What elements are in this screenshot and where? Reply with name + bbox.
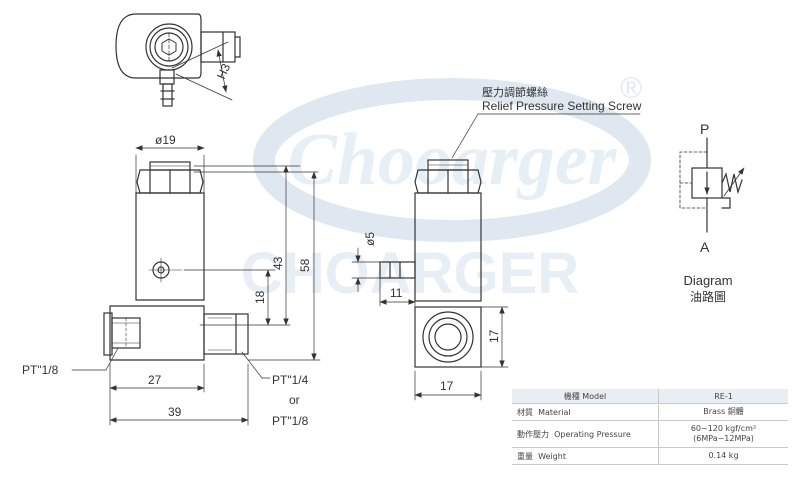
spec-header-value: RE-1 <box>658 389 788 404</box>
spec-row-weight: 重量 Weight 0.14 kg <box>512 447 788 465</box>
spec-header-en: Model <box>582 391 607 401</box>
dim-h3: H3 <box>214 61 233 81</box>
dim-43: 43 <box>271 256 285 270</box>
spec-header-label: 機種 Model <box>512 389 659 404</box>
spec-row-value: 60~120 kgf/cm² <box>690 424 757 433</box>
spec-row-value: 0.14 kg <box>708 451 739 460</box>
symbol-port-a: A <box>700 239 710 255</box>
spec-row-pressure: 動作壓力 Operating Pressure 60~120 kgf/cm² (… <box>512 420 788 448</box>
top-view <box>115 13 241 107</box>
spec-row-en: Material <box>538 407 571 417</box>
port-right-label-2: PT"1/8 <box>272 414 309 428</box>
spec-header-row: 機種 Model RE-1 <box>512 389 788 404</box>
symbol-port-p: P <box>700 121 709 137</box>
front-dimensions <box>71 145 321 426</box>
dim-18: 18 <box>253 290 267 304</box>
dim-27: 27 <box>148 373 162 387</box>
port-left-label: PT"1/8 <box>22 363 59 377</box>
callout-title-en: Relief Pressure Setting Screw <box>482 99 642 113</box>
spec-row-value-sub: (6MPa~12MPa) <box>693 434 754 443</box>
relief-valve-symbol <box>679 137 745 233</box>
registered-mark: ® <box>620 72 642 105</box>
spec-row-en: Operating Pressure <box>554 429 631 439</box>
spec-row-zh: 重量 <box>517 451 533 461</box>
side-view <box>379 159 482 368</box>
symbol-label-zh: 油路圖 <box>690 289 726 304</box>
dim-11: 11 <box>390 286 403 300</box>
side-dimensions <box>351 113 641 401</box>
dim-58: 58 <box>298 258 312 272</box>
spec-table: 機種 Model RE-1 材質 Material Brass 銅體 動作壓力 … <box>512 389 788 465</box>
port-right-label-1: PT"1/4 <box>272 373 309 387</box>
front-view <box>103 161 249 361</box>
watermark-block: CHOARGER <box>241 241 579 306</box>
dim-17-bottom: 17 <box>440 379 454 393</box>
dim-phi5: ø5 <box>363 232 377 246</box>
spec-row-en: Weight <box>538 451 566 461</box>
port-or-label: or <box>289 393 300 407</box>
spec-row-zh: 材質 <box>517 407 533 417</box>
callout-title-zh: 壓力調節螺絲 <box>482 85 548 99</box>
symbol-label-en: Diagram <box>683 273 732 288</box>
spec-row-value: Brass 銅體 <box>703 407 744 416</box>
spec-header-zh: 機種 <box>563 391 580 401</box>
dim-39: 39 <box>168 405 182 419</box>
spec-row-material: 材質 Material Brass 銅體 <box>512 403 788 421</box>
spec-row-zh: 動作壓力 <box>517 429 549 439</box>
dim-phi19: ø19 <box>155 133 176 147</box>
watermark: Chooarger CHOARGER ® <box>241 72 651 306</box>
dim-17-side: 17 <box>487 329 501 343</box>
